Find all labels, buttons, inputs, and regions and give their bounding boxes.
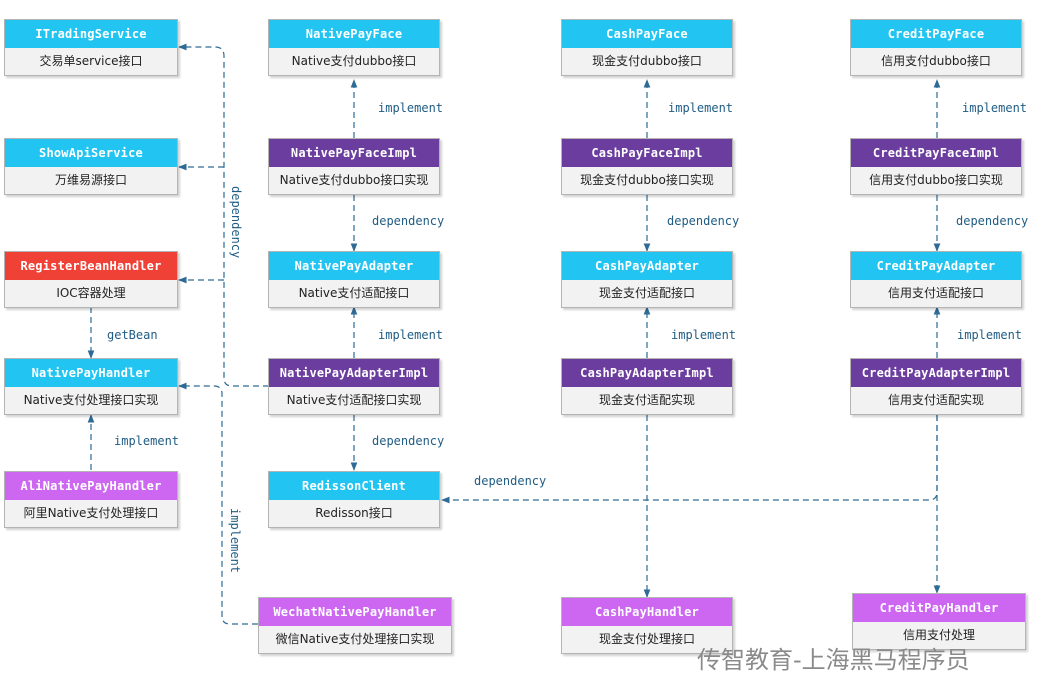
node-title: CashPayFace (562, 20, 732, 48)
edge-label-getbean: getBean (107, 328, 158, 342)
node-title: NativePayAdapter (269, 252, 439, 280)
node-description: 现金支付适配接口 (598, 286, 695, 300)
edge-wechathandler-implements-nativehandler (178, 382, 258, 625)
edge-label-implement: implement (228, 508, 242, 574)
node-itradingservice: ITradingService 交易单service接口 (4, 19, 178, 76)
edge-label-implement: implement (671, 328, 737, 342)
node-description: 现金支付dubbo接口实现 (580, 173, 714, 187)
node-title: CashPayAdapterImpl (562, 359, 732, 387)
node-creditpayadapter: CreditPayAdapter 信用支付适配接口 (850, 251, 1022, 308)
node-title: CreditPayFace (851, 20, 1021, 48)
node-description: 万维易源接口 (54, 173, 127, 187)
node-title: CreditPayHandler (853, 594, 1025, 622)
node-title: AliNativePayHandler (5, 472, 177, 500)
edge-creditadapterimpl-depends-redisson (441, 415, 938, 504)
node-creditpayhandler: CreditPayHandler 信用支付处理 (852, 593, 1026, 650)
node-description: Native支付处理接口实现 (23, 393, 159, 407)
node-title: CashPayHandler (562, 598, 732, 626)
node-description: 信用支付dubbo接口实现 (869, 173, 1003, 187)
node-nativepayadapter: NativePayAdapter Native支付适配接口 (268, 251, 440, 308)
node-description: 现金支付dubbo接口 (592, 54, 702, 68)
node-description: 信用支付适配实现 (887, 393, 984, 407)
node-description: 阿里Native支付处理接口 (23, 506, 159, 520)
node-description: 信用支付处理 (902, 628, 975, 642)
node-description: 现金支付处理接口 (598, 632, 695, 646)
node-description: 交易单service接口 (39, 54, 143, 68)
node-cashpayhandler: CashPayHandler 现金支付处理接口 (561, 597, 733, 654)
node-creditpayadapterimpl: CreditPayAdapterImpl 信用支付适配实现 (850, 358, 1022, 415)
node-description: IOC容器处理 (56, 286, 126, 300)
edge-label-implement: implement (114, 434, 180, 448)
edge-label-implement: implement (378, 101, 444, 115)
node-title: CashPayAdapter (562, 252, 732, 280)
edge-label-dependency: dependency (372, 214, 445, 228)
edge-label-dependency: dependency (667, 214, 740, 228)
node-description: Native支付适配接口实现 (286, 393, 422, 407)
node-title: CreditPayAdapter (851, 252, 1021, 280)
node-wechatnativepayhandler: WechatNativePayHandler 微信Native支付处理接口实现 (258, 597, 452, 654)
node-registerbeanhandler: RegisterBeanHandler IOC容器处理 (4, 251, 178, 308)
node-title: WechatNativePayHandler (259, 598, 451, 626)
node-description: 信用支付适配接口 (887, 286, 984, 300)
node-nativepayface: NativePayFace Native支付dubbo接口 (268, 19, 440, 76)
edge-label-implement: implement (668, 101, 734, 115)
edge-label-dependency: dependency (474, 474, 547, 488)
node-redissonclient: RedissonClient Redisson接口 (268, 471, 440, 528)
node-creditpayface: CreditPayFace 信用支付dubbo接口 (850, 19, 1022, 76)
node-alinativepayhandler: AliNativePayHandler 阿里Native支付处理接口 (4, 471, 178, 528)
node-cashpayfaceimpl: CashPayFaceImpl 现金支付dubbo接口实现 (561, 138, 733, 195)
node-description: Native支付适配接口 (298, 286, 410, 300)
node-title: NativePayFace (269, 20, 439, 48)
node-creditpayfaceimpl: CreditPayFaceImpl 信用支付dubbo接口实现 (850, 138, 1022, 195)
node-nativepayhandler: NativePayHandler Native支付处理接口实现 (4, 358, 178, 415)
edge-label-dependency: dependency (229, 186, 243, 259)
watermark: 传智教育-上海黑马程序员 (697, 646, 970, 674)
node-cashpayadapter: CashPayAdapter 现金支付适配接口 (561, 251, 733, 308)
node-title: NativePayHandler (5, 359, 177, 387)
edge-label-dependency: dependency (372, 434, 445, 448)
node-description: Native支付dubbo接口实现 (279, 173, 429, 187)
node-description: Native支付dubbo接口 (291, 54, 417, 68)
node-title: RedissonClient (269, 472, 439, 500)
edge-label-implement: implement (962, 101, 1028, 115)
node-title: CreditPayAdapterImpl (851, 359, 1021, 387)
node-cashpayadapterimpl: CashPayAdapterImpl 现金支付适配实现 (561, 358, 733, 415)
node-title: ShowApiService (5, 139, 177, 167)
node-showapiservice: ShowApiService 万维易源接口 (4, 138, 178, 195)
edge-label-implement: implement (378, 328, 444, 342)
node-title: NativePayFaceImpl (269, 139, 439, 167)
node-title: CashPayFaceImpl (562, 139, 732, 167)
edge-nativeadapterimpl-depends-services (178, 43, 269, 387)
node-description: 微信Native支付处理接口实现 (275, 632, 435, 646)
node-description: 信用支付dubbo接口 (881, 54, 991, 68)
node-title: CreditPayFaceImpl (851, 139, 1021, 167)
node-cashpayface: CashPayFace 现金支付dubbo接口 (561, 19, 733, 76)
node-description: 现金支付适配实现 (598, 393, 695, 407)
node-description: Redisson接口 (315, 506, 393, 520)
node-title: RegisterBeanHandler (5, 252, 177, 280)
node-nativepayadapterimpl: NativePayAdapterImpl Native支付适配接口实现 (268, 358, 440, 415)
edge-label-implement: implement (957, 328, 1023, 342)
edge-label-dependency: dependency (956, 214, 1029, 228)
node-title: ITradingService (5, 20, 177, 48)
node-nativepayfaceimpl: NativePayFaceImpl Native支付dubbo接口实现 (268, 138, 440, 195)
node-title: NativePayAdapterImpl (269, 359, 439, 387)
